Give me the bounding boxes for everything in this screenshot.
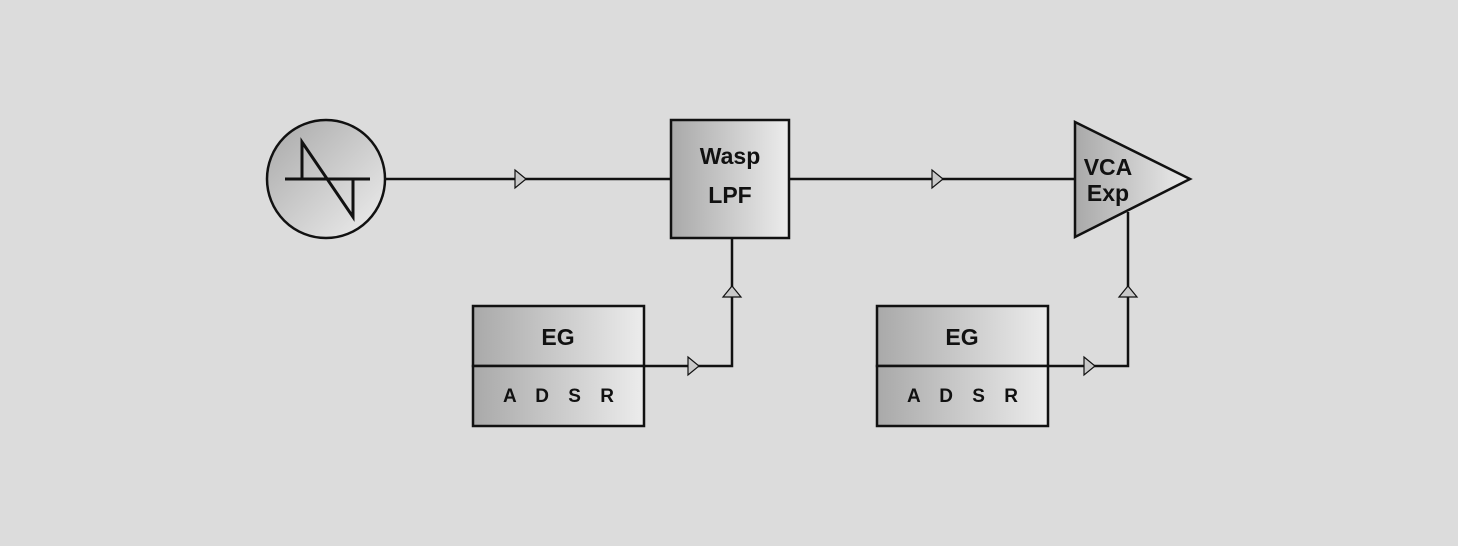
connection-osc-to-filter — [385, 168, 671, 190]
arrow-right-icon — [687, 355, 700, 377]
eg-block-left: EG A D S R — [471, 304, 646, 428]
connection-eg-to-vca — [1048, 212, 1139, 377]
filter-label-line2: LPF — [708, 182, 751, 208]
eg-block-right: EG A D S R — [875, 304, 1050, 428]
connection-filter-to-vca — [789, 168, 1075, 190]
arrow-right-icon — [931, 168, 944, 190]
filter-label-line1: Wasp — [700, 143, 761, 169]
arrow-right-icon — [1083, 355, 1096, 377]
eg-right-stages: A D S R — [907, 386, 1025, 407]
arrow-up-icon — [721, 285, 743, 298]
vca-label-line1: VCA — [1084, 154, 1133, 180]
sawtooth-wave-icon — [285, 137, 370, 222]
eg-right-title: EG — [945, 324, 978, 350]
arrow-right-icon — [514, 168, 527, 190]
oscillator — [265, 118, 387, 240]
eg-left-stages: A D S R — [503, 386, 621, 407]
connection-eg-to-filter — [644, 238, 743, 377]
vca-block: VCA Exp — [1073, 119, 1193, 240]
eg-left-title: EG — [541, 324, 574, 350]
filter-block: Wasp LPF — [669, 118, 791, 240]
arrow-up-icon — [1117, 285, 1139, 298]
vca-label-line2: Exp — [1087, 180, 1129, 206]
